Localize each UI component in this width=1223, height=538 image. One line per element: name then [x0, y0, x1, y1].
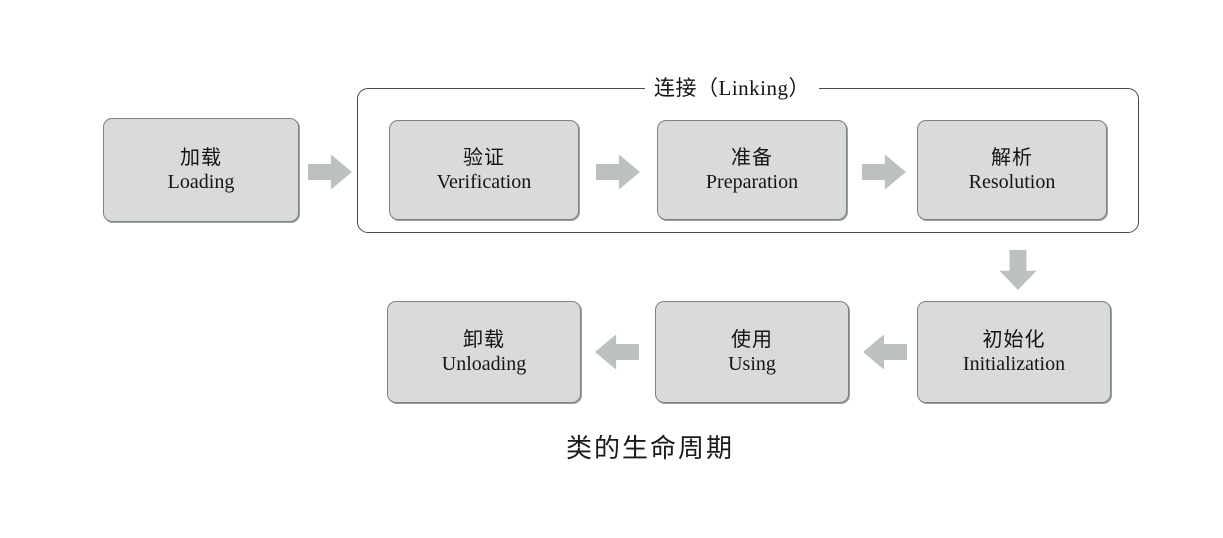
node-label-en: Preparation: [705, 171, 799, 193]
node-label-cn: 验证: [463, 146, 505, 169]
arrow-preparation-to-resolution: [862, 152, 906, 192]
diagram-caption: 类的生命周期: [566, 434, 735, 463]
node-label-cn: 解析: [991, 146, 1033, 169]
arrow-using-to-unloading: [595, 332, 639, 372]
node-label-en: Verification: [436, 171, 532, 193]
arrow-linking-to-initialization: [998, 249, 1038, 291]
arrow-loading-to-linking: [308, 152, 352, 192]
node-label-cn: 使用: [731, 328, 773, 351]
node-label-cn: 卸载: [463, 328, 505, 351]
node-label-en: Unloading: [441, 353, 527, 375]
node-label-cn: 准备: [731, 146, 773, 169]
node-label-en: Loading: [167, 171, 235, 193]
node-label-cn: 初始化: [982, 328, 1046, 351]
linking-group-label: 连接（Linking）: [645, 72, 819, 102]
node-label-en: Using: [728, 353, 776, 375]
node-label-cn: 加载: [180, 146, 222, 169]
node-label-en: Resolution: [968, 171, 1056, 193]
node-label-en: Initialization: [962, 353, 1066, 375]
arrow-initialization-to-using: [863, 332, 907, 372]
arrow-verification-to-preparation: [596, 152, 640, 192]
